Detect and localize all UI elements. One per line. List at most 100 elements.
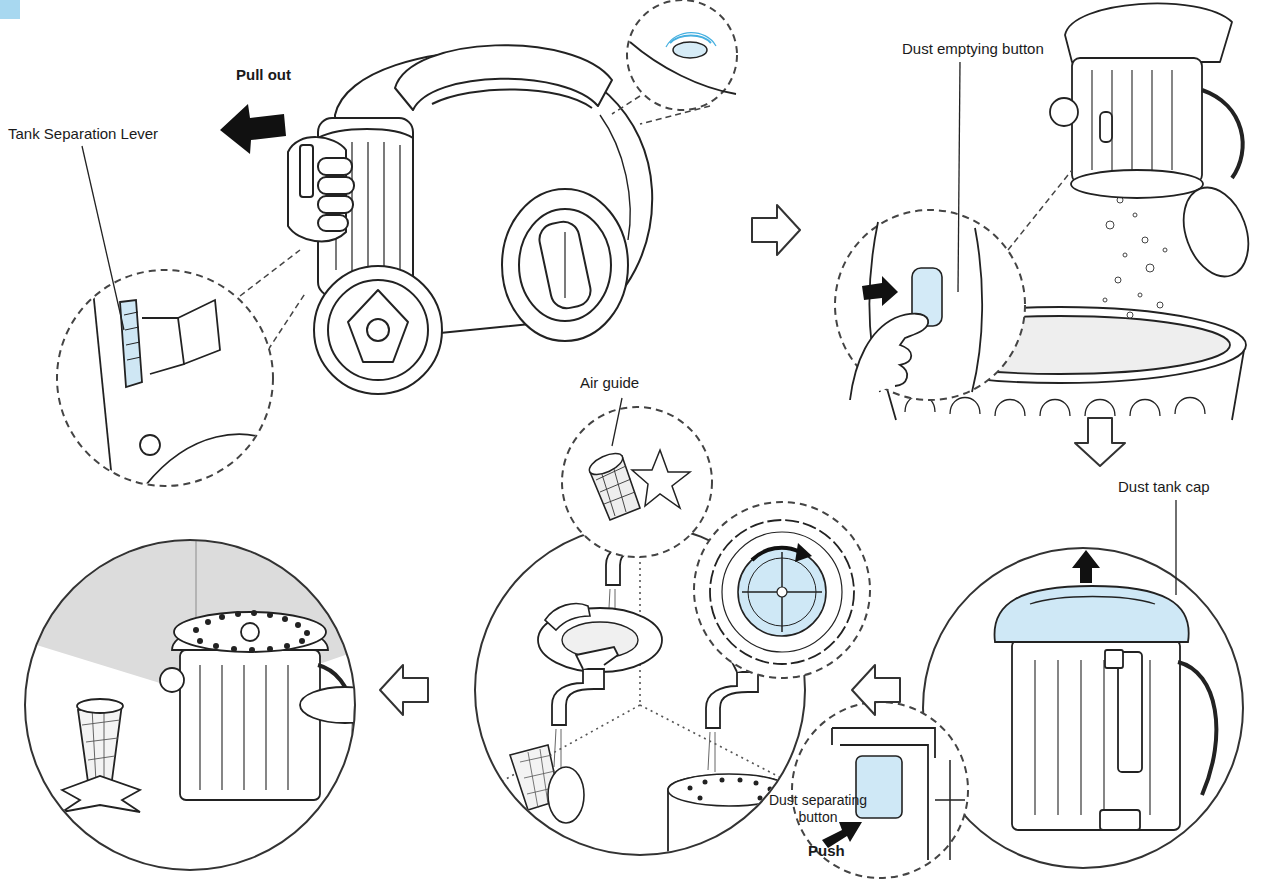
lever-callout (120, 300, 142, 387)
vacuum-body (519, 209, 611, 321)
dust-particles (1146, 264, 1154, 272)
drying-scene (221, 665, 222, 790)
drying-scene (20, 535, 390, 812)
washing-scene (790, 760, 813, 800)
trash-bin (905, 396, 1205, 417)
illustration (380, 665, 428, 715)
section-marker (0, 0, 20, 19)
leader-line (1175, 500, 1176, 595)
filter-callout (738, 548, 826, 636)
vacuum-body (318, 158, 352, 175)
dust-tank (1131, 70, 1132, 172)
drying-scene (160, 668, 184, 692)
washing-scene (698, 796, 703, 801)
vacuum-body (328, 280, 428, 380)
dust-particles (1115, 277, 1121, 283)
button-callout (835, 210, 1025, 400)
lever-callout (142, 318, 184, 374)
filter-callout (795, 543, 812, 562)
dust-tank (1012, 640, 1180, 830)
dust-particles (1133, 213, 1137, 217)
vacuum-body (318, 177, 354, 194)
dust-tank (1050, 3, 1260, 285)
lever-callout (140, 435, 160, 455)
vacuum-body (399, 145, 400, 270)
vacuum-body (502, 189, 628, 341)
drying-scene (299, 638, 305, 644)
air-guide-callout (586, 449, 625, 479)
drying-scene (219, 614, 225, 620)
vacuum-body (395, 45, 612, 110)
drying-scene (174, 612, 326, 652)
dust-particles (1157, 302, 1163, 308)
drying-scene (287, 665, 288, 790)
dust-tank (1202, 90, 1243, 178)
button-callout (666, 33, 716, 47)
vacuum-body (348, 290, 408, 362)
vacuum-body (432, 89, 592, 108)
drying-scene (282, 616, 288, 622)
dust-tank (1178, 662, 1216, 795)
part-label: Pull out (236, 66, 326, 84)
dust-particles (1103, 298, 1107, 302)
drying-scene (267, 612, 273, 618)
washing-scene (552, 647, 618, 769)
push-callout (792, 702, 968, 878)
button-callout (972, 228, 982, 392)
vacuum-body (318, 215, 348, 231)
dust-tank (1172, 179, 1260, 286)
washing-scene (758, 796, 763, 801)
button-callout (862, 276, 898, 306)
dust-tank (1071, 170, 1203, 198)
lever-callout (92, 280, 112, 480)
button-callout (1008, 170, 1072, 250)
step-circle (25, 540, 355, 870)
drying-scene (284, 643, 290, 649)
drying-scene (235, 611, 241, 617)
dust-particles (1106, 221, 1114, 229)
vacuum-body (288, 45, 652, 394)
dust-tank (1103, 660, 1104, 815)
part-label: Tank Separation Lever (8, 125, 208, 143)
illustration (752, 205, 800, 255)
air-guide-callout (562, 407, 712, 557)
dust-tank-cap (1072, 550, 1100, 583)
drying-scene (304, 630, 310, 636)
dust-tank (1171, 70, 1172, 170)
push-callout (856, 756, 902, 818)
drying-scene (213, 643, 219, 649)
filter-callout (777, 587, 787, 597)
part-label: Push (808, 842, 868, 860)
leader-line (612, 398, 622, 446)
air-guide-callout (632, 450, 690, 508)
dust-tank (1091, 70, 1092, 170)
drying-scene (249, 647, 255, 653)
filter-callout (694, 502, 870, 678)
filter-callout (710, 520, 854, 664)
dust-tank (1100, 810, 1140, 830)
part-label: Dust separating button (762, 792, 874, 826)
filter-callout (752, 548, 800, 560)
washing-scene (720, 778, 725, 783)
lever-callout (145, 434, 280, 486)
vacuum-body (318, 196, 353, 213)
vacuum-body (314, 266, 442, 394)
drying-scene (193, 610, 310, 653)
drying-scene (78, 704, 122, 782)
lever-callout (240, 250, 300, 296)
dust-tank (1080, 660, 1081, 815)
leader-line (958, 62, 960, 292)
dust-tank (1050, 98, 1078, 126)
drying-scene (241, 623, 259, 641)
drying-scene (77, 699, 123, 713)
filter-callout (742, 552, 822, 632)
drying-scene (193, 627, 199, 633)
vacuum-body (367, 319, 389, 341)
drying-scene (205, 619, 211, 625)
air-guide-callout (562, 407, 712, 557)
button-callout (850, 314, 928, 400)
drying-scene (267, 646, 273, 652)
dust-particles (1123, 253, 1127, 257)
